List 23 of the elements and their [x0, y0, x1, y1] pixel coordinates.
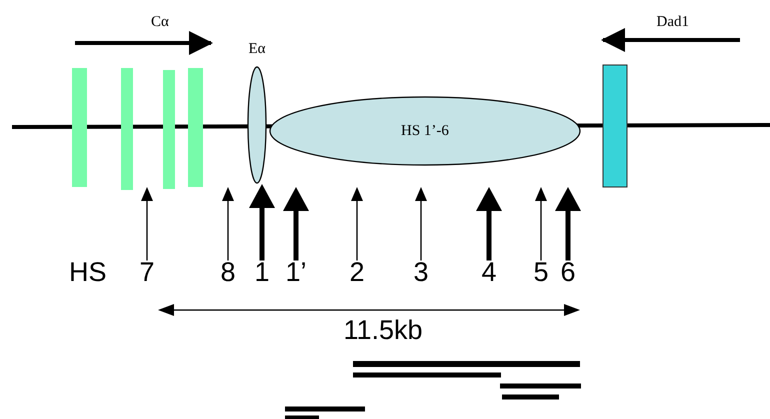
gene-label: Dad1 — [656, 14, 689, 30]
gene-label: Cα — [151, 14, 169, 30]
arrow — [555, 187, 581, 260]
site-number: 1 — [254, 258, 270, 286]
dimension-label: 11.5kb — [344, 316, 423, 344]
arrow — [476, 187, 502, 260]
site-number: 7 — [140, 258, 155, 286]
site-number: 6 — [560, 258, 576, 286]
region-ellipse: HS 1’-6 — [268, 95, 582, 167]
arrow — [535, 187, 547, 260]
site-label: HS — [69, 258, 107, 286]
site-number: 2 — [350, 258, 365, 286]
arrow — [249, 184, 275, 260]
arrow — [222, 187, 234, 260]
site-number: 5 — [534, 258, 549, 286]
site-number: 1’ — [286, 258, 307, 286]
arrow — [141, 187, 153, 260]
arrow — [351, 187, 363, 260]
arrow — [283, 187, 309, 260]
site-number: 4 — [482, 258, 497, 286]
site-number: 8 — [220, 258, 236, 286]
arrow — [415, 187, 427, 260]
site-number: 3 — [414, 258, 429, 286]
